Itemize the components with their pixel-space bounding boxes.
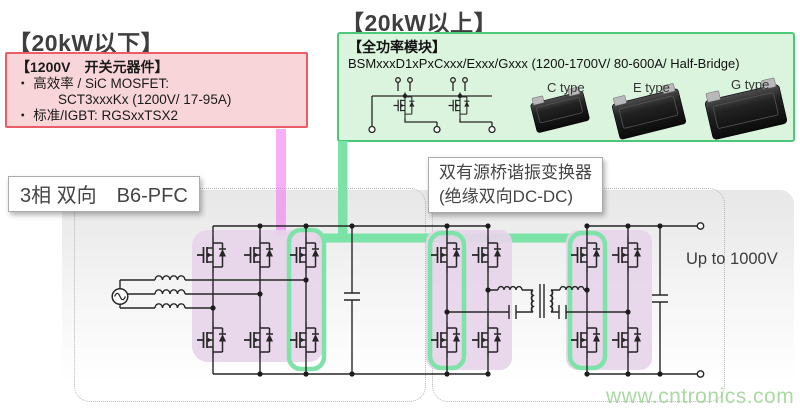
switch-box-header: 【1200V 开关元器件】	[16, 59, 169, 75]
watermark-text: www.cntronics.com	[606, 385, 795, 408]
pfc-section-container	[74, 188, 426, 402]
dab-label-line2: (绝缘双向DC-DC)	[439, 187, 574, 206]
switch-box-item-igbt: ・ 标准/IGBT: RGSxxTSX2	[16, 108, 179, 123]
module-type-label-c: C type	[547, 80, 585, 95]
dab-stage-label: 双有源桥谐振变换器 (绝缘双向DC-DC)	[428, 157, 603, 213]
title-under-20kw: 【20kW以下】	[8, 30, 165, 56]
module-box-header: 【全功率模块】	[348, 39, 446, 55]
dab-label-line1: 双有源桥谐振变换器	[439, 163, 592, 182]
pfc-stage-label: 3相 双向 B6-PFC	[8, 176, 200, 212]
module-part-number: BSMxxxD1xPxCxxx/Exxx/Gxxx (1200-1700V/ 8…	[348, 56, 740, 71]
module-type-label-g: G type	[731, 77, 770, 92]
output-voltage-label: Up to 1000V	[686, 250, 778, 268]
switch-box-item-sic-part: SCT3xxxKx (1200V/ 17-95A)	[58, 92, 232, 107]
title-over-20kw: 【20kW以上】	[341, 10, 498, 36]
module-type-label-e: E type	[633, 80, 670, 95]
switch-box-item-sic: ・ 高效率 / SiC MOSFET:	[16, 76, 170, 91]
switch-device-box: 【1200V 开关元器件】 ・ 高效率 / SiC MOSFET: SCT3xx…	[5, 52, 308, 128]
dab-section-container	[432, 188, 725, 402]
